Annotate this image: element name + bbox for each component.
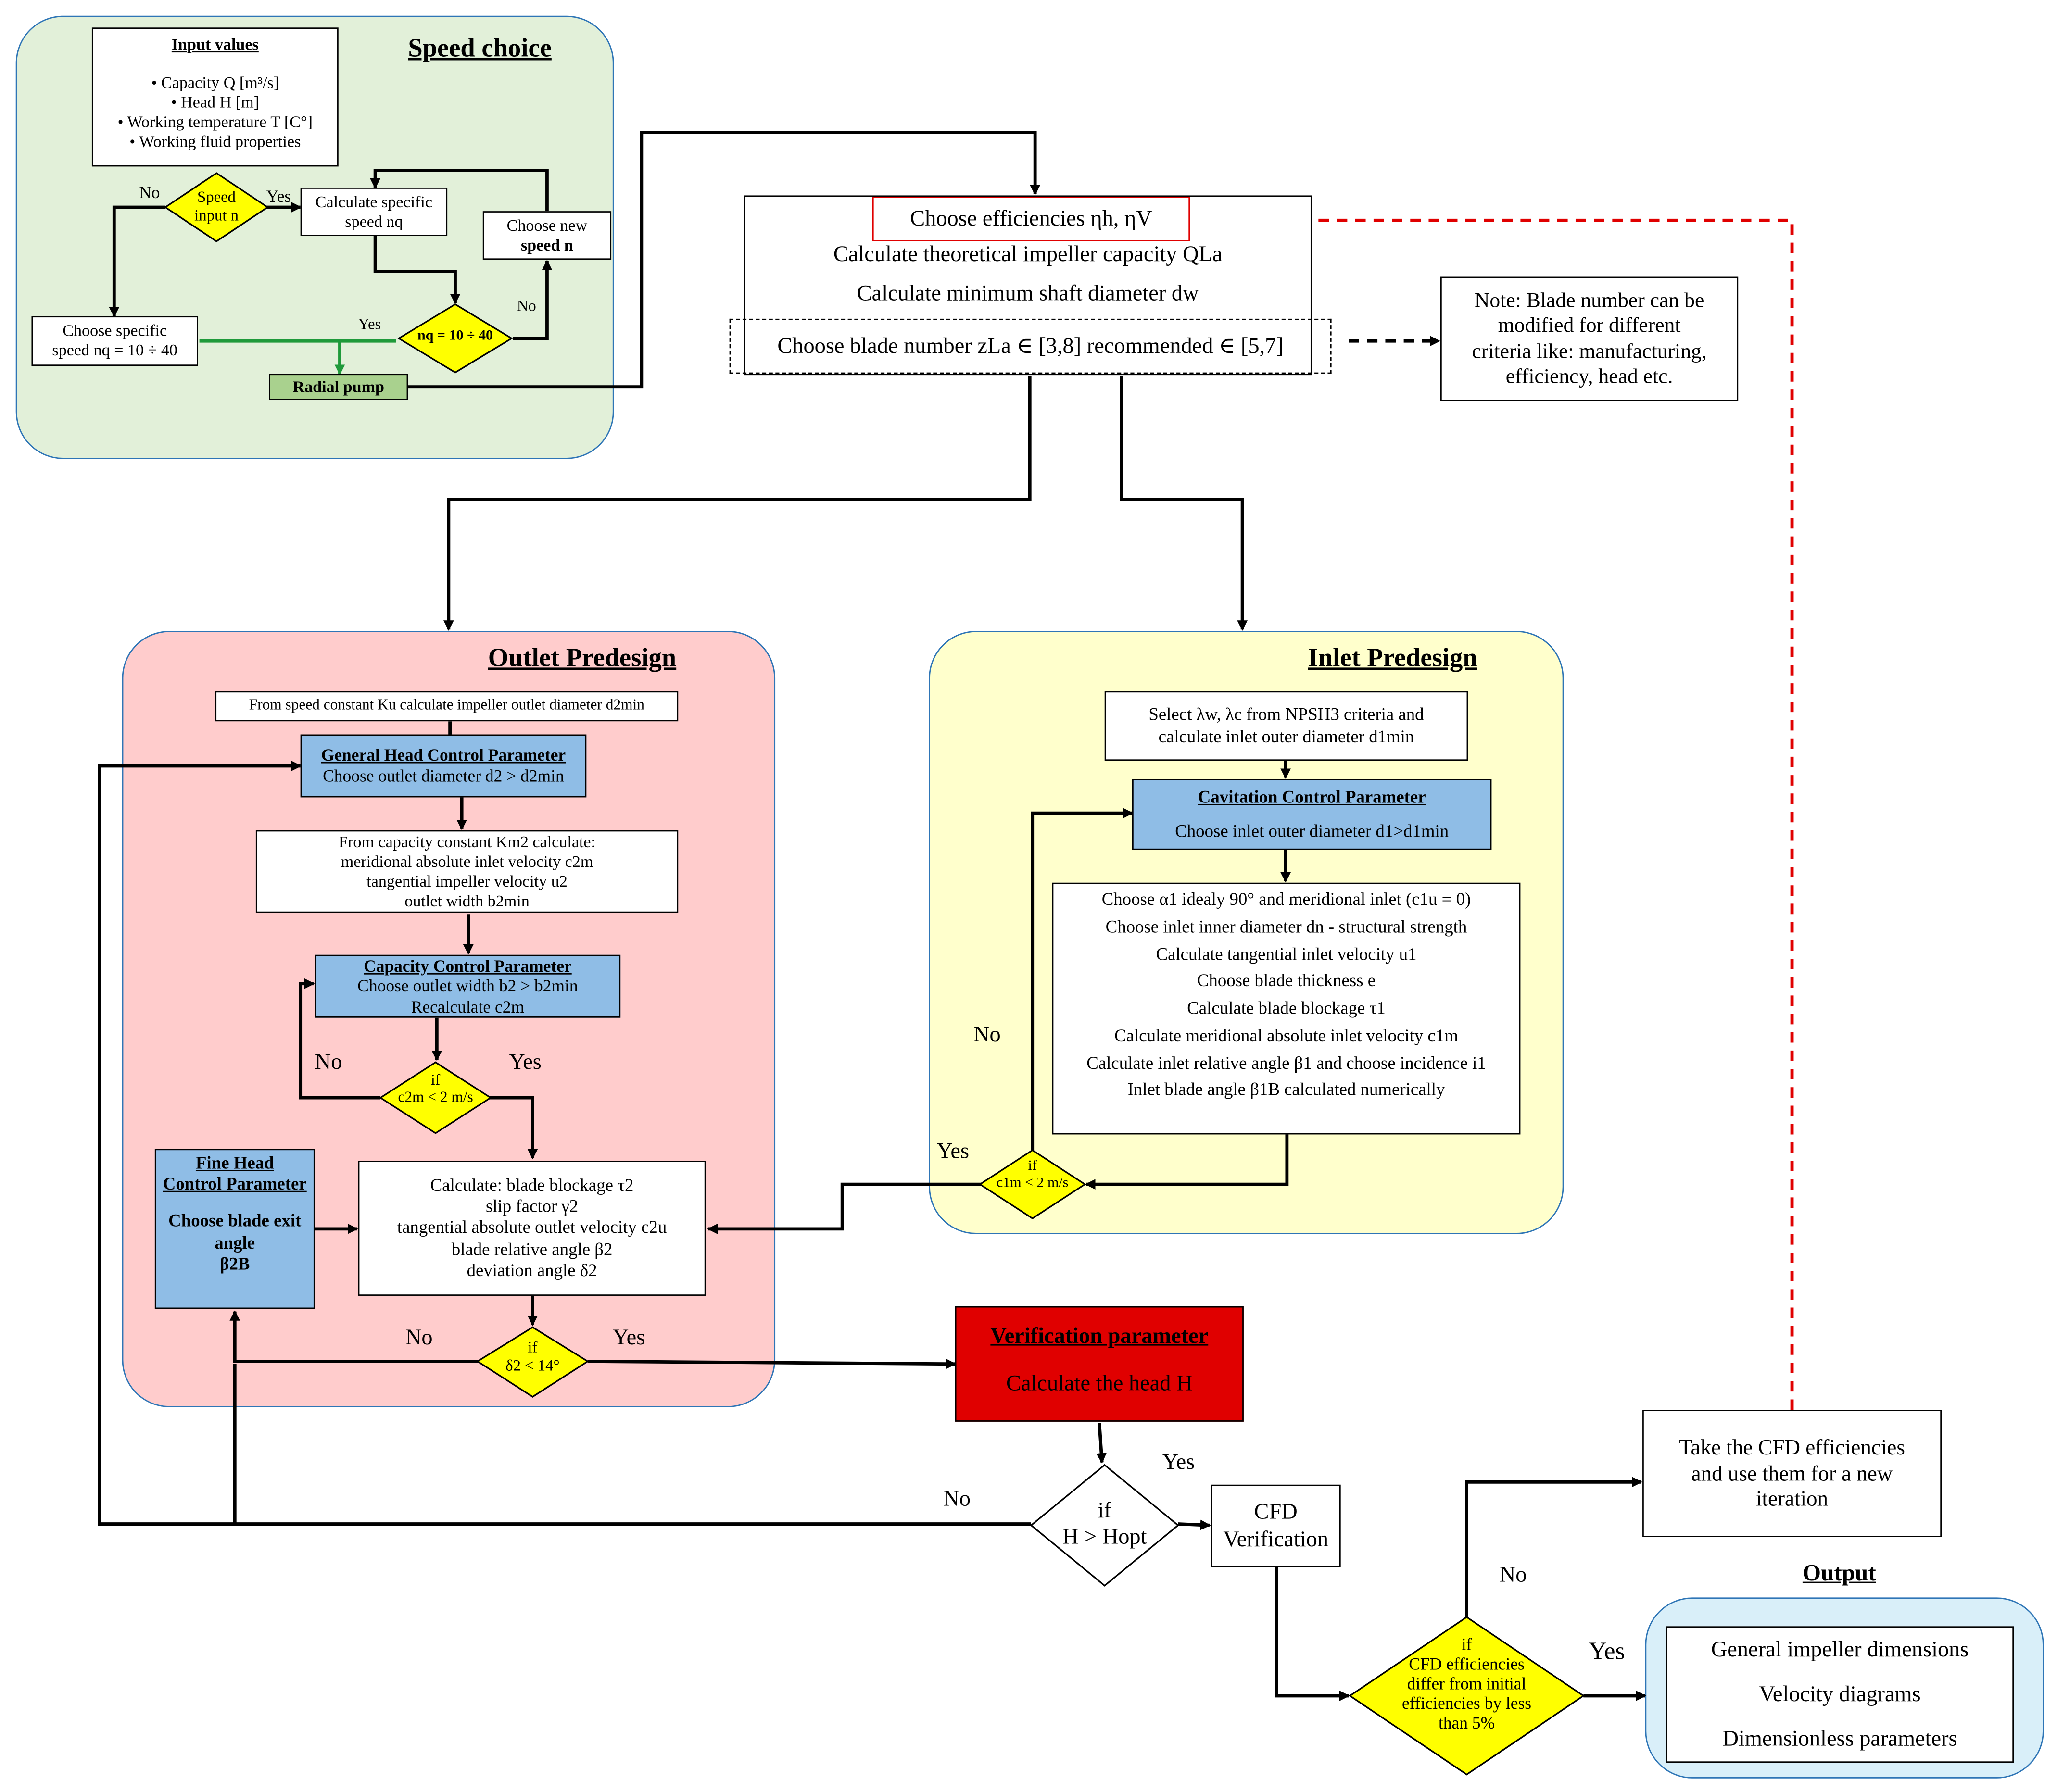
inlet-steps-box: Choose α1 idealy 90° and meridional inle… bbox=[1052, 882, 1521, 1135]
cfd-no-label: No bbox=[1499, 1562, 1527, 1587]
c2m-condition-diamond bbox=[379, 1061, 492, 1134]
c2m-yes-label: Yes bbox=[509, 1049, 542, 1074]
take-cfd-efficiencies-box: Take the CFD efficiencies and use them f… bbox=[1642, 1410, 1942, 1537]
calculate-specific-speed-box: Calculate specific speed nq bbox=[300, 188, 448, 236]
speed-input-diamond bbox=[164, 172, 269, 242]
h-no-label: No bbox=[943, 1486, 971, 1511]
capacity-control-box: Capacity Control Parameter Choose outlet… bbox=[315, 954, 621, 1018]
general-head-control-box: General Head Control Parameter Choose ou… bbox=[300, 734, 587, 798]
nq-condition-label: nq = 10 ÷ 40 bbox=[417, 327, 493, 344]
capacity-constant-box: From capacity constant Km2 calculate: me… bbox=[255, 830, 679, 913]
radial-pump-box: Radial pump bbox=[269, 374, 408, 400]
output-item: Dimensionless parameters bbox=[1722, 1726, 1957, 1751]
choose-new-speed-box: Choose new speed n bbox=[482, 211, 612, 260]
c2m-no-label: No bbox=[315, 1049, 342, 1074]
output-item: Velocity diagrams bbox=[1759, 1681, 1921, 1706]
cfd-yes-label: Yes bbox=[1589, 1638, 1625, 1666]
note-box: Note: Blade number can be modified for d… bbox=[1440, 276, 1739, 401]
choose-specific-speed-box: Choose specific speed nq = 10 ÷ 40 bbox=[31, 316, 198, 366]
speed-choice-title: Speed choice bbox=[408, 34, 552, 63]
inlet-predesign-title: Inlet Predesign bbox=[1308, 644, 1477, 673]
speed-input-no-label: No bbox=[139, 182, 160, 202]
outlet-calculation-box: Calculate: blade blockage τ2 slip factor… bbox=[358, 1161, 706, 1296]
output-item: General impeller dimensions bbox=[1711, 1636, 1969, 1662]
c2m-condition-label: if c2m < 2 m/s bbox=[398, 1073, 473, 1106]
c1m-condition-diamond bbox=[978, 1149, 1086, 1219]
delta2-condition-diamond bbox=[476, 1326, 590, 1398]
choose-efficiencies-box: Choose efficiencies ηh, ηV bbox=[872, 197, 1190, 241]
c1m-no-label: No bbox=[973, 1021, 1001, 1047]
h-condition-diamond bbox=[1030, 1464, 1180, 1587]
speed-constant-box: From speed constant Ku calculate impelle… bbox=[215, 691, 679, 722]
output-title: Output bbox=[1802, 1559, 1876, 1586]
speed-input-label: Speed input n bbox=[194, 188, 239, 224]
cavitation-control-box: Cavitation Control Parameter Choose inle… bbox=[1132, 779, 1492, 850]
speed-input-yes-label: Yes bbox=[266, 186, 291, 206]
c1m-yes-label: Yes bbox=[936, 1138, 970, 1164]
c1m-condition-label: if c1m < 2 m/s bbox=[996, 1158, 1069, 1190]
outlet-predesign-title: Outlet Predesign bbox=[488, 644, 677, 673]
h-yes-label: Yes bbox=[1162, 1449, 1195, 1474]
cfd-verification-box: CFD Verification bbox=[1211, 1484, 1341, 1567]
h-condition-label: if H > Hopt bbox=[1062, 1498, 1147, 1549]
delta2-no-label: No bbox=[405, 1324, 433, 1350]
verification-parameter-box: Verification parameter Calculate the hea… bbox=[955, 1306, 1244, 1422]
cfd-condition-diamond bbox=[1348, 1616, 1585, 1776]
nq-no-label: No bbox=[517, 296, 536, 315]
delta2-yes-label: Yes bbox=[612, 1324, 645, 1350]
nq-condition-diamond bbox=[397, 303, 513, 374]
output-items-box: General impeller dimensions Velocity dia… bbox=[1666, 1626, 2014, 1763]
nq-yes-label: Yes bbox=[358, 314, 381, 333]
select-lambda-box: Select λw, λc from NPSH3 criteria and ca… bbox=[1104, 691, 1468, 761]
delta2-condition-label: if δ2 < 14° bbox=[505, 1338, 560, 1375]
cfd-condition-label: if CFD efficiencies differ from initial … bbox=[1401, 1634, 1532, 1732]
input-values-box: Input values • Capacity Q [m³/s] • Head … bbox=[91, 27, 339, 167]
blade-number-box: Choose blade number zLa ∈ [3,8] recommen… bbox=[729, 318, 1332, 374]
fine-head-control-box: Fine Head Control Parameter Choose blade… bbox=[154, 1149, 315, 1309]
